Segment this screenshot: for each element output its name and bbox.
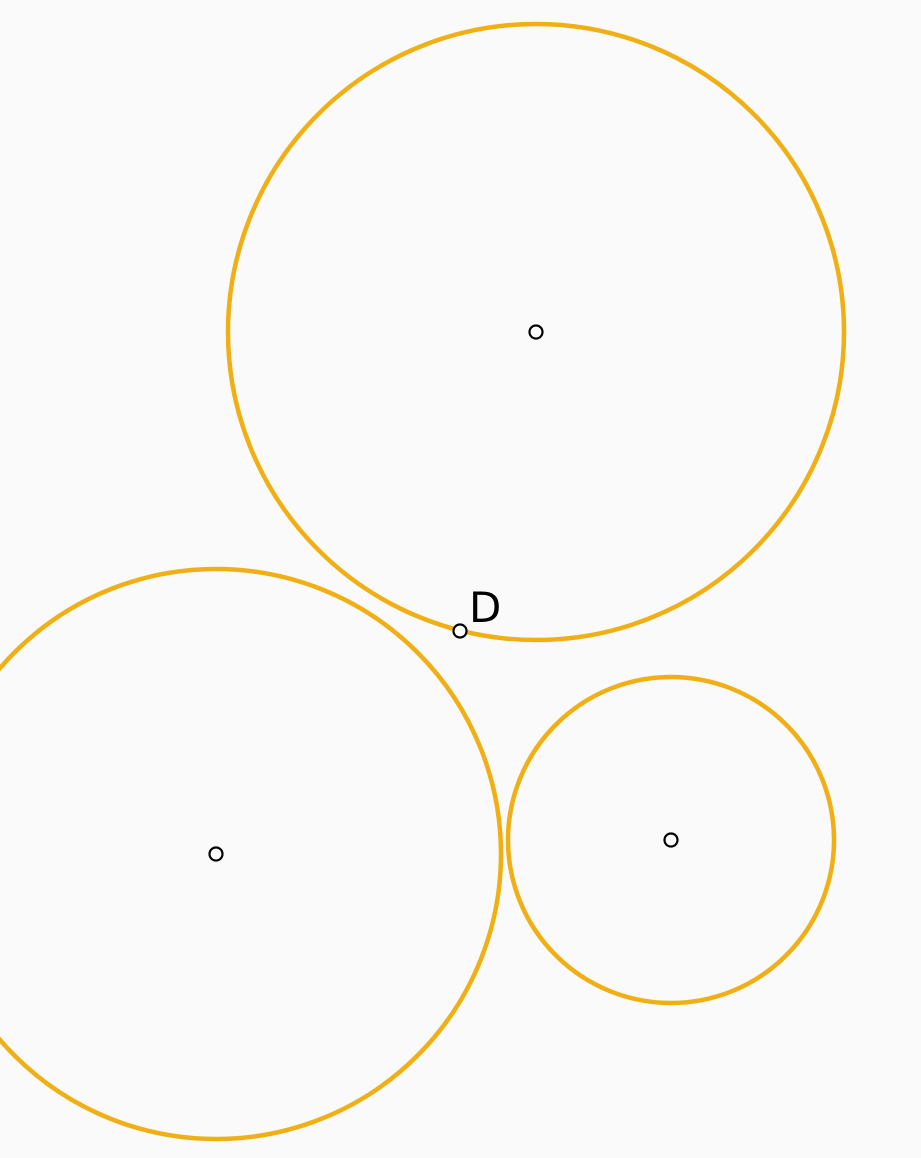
bottom-left-circle-center xyxy=(208,846,224,862)
bottom-left-circle xyxy=(0,566,504,1142)
bottom-right-circle-center xyxy=(663,832,679,848)
top-circle-center xyxy=(528,324,544,340)
circles-group xyxy=(0,21,847,1142)
bottom-right-circle xyxy=(505,674,837,1006)
point-d-label: D xyxy=(469,583,501,632)
point-d xyxy=(452,623,468,639)
top-circle xyxy=(225,21,847,643)
points-group: D xyxy=(208,324,679,862)
